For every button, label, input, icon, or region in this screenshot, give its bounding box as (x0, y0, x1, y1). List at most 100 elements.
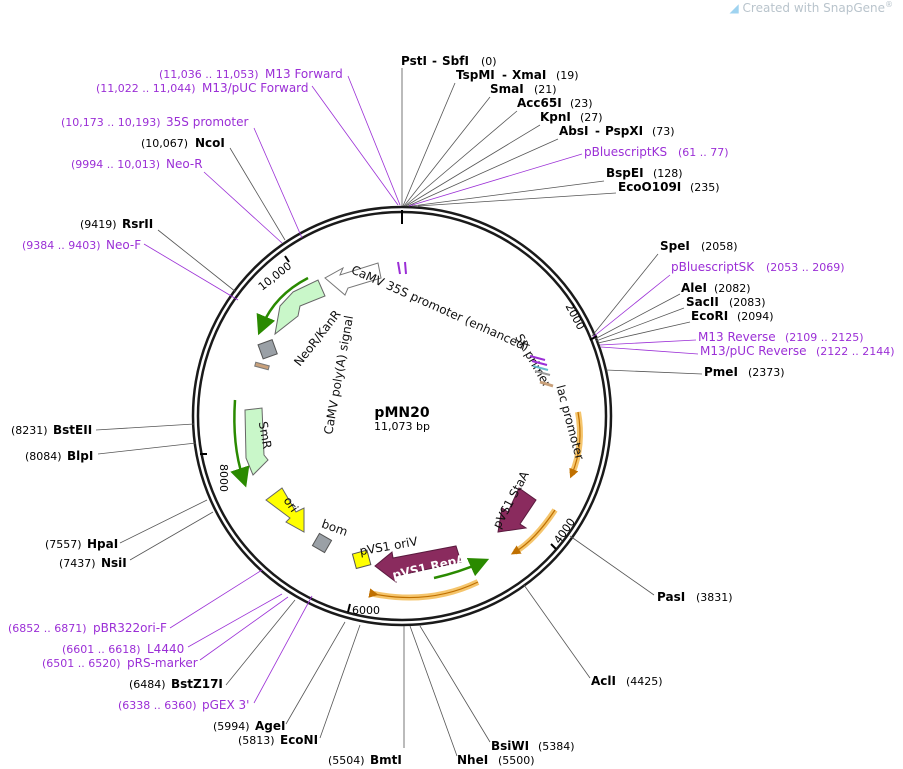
svg-text:-: - (432, 54, 437, 68)
svg-text:M13/pUC Reverse: M13/pUC Reverse (700, 344, 807, 358)
svg-text:AleI: AleI (681, 281, 707, 295)
plasmid-name: pMN20 (374, 405, 429, 421)
site-label-kpni: KpnI (27) (540, 110, 603, 124)
svg-text:AgeI: AgeI (255, 719, 285, 733)
site-label-pmei: PmeI (2373) (704, 365, 785, 379)
svg-text:(9419): (9419) (80, 218, 117, 231)
site-label-acc65i: Acc65I (23) (517, 96, 593, 110)
plasmid-size: 11,073 bp (374, 420, 430, 433)
tick-6000: 6000 (347, 603, 380, 617)
svg-text:(2082): (2082) (714, 282, 751, 295)
primer-mark-top-2 (404, 261, 407, 275)
svg-text:PasI: PasI (657, 590, 685, 604)
primer-label-pbluescriptsk: pBluescriptSK (2053 .. 2069) (671, 260, 845, 274)
site-label-sacii: SacII (2083) (686, 295, 766, 309)
primer-label-m13-reverse: M13 Reverse (2109 .. 2125) (698, 330, 864, 344)
svg-text:NsiI: NsiI (101, 556, 127, 570)
tick-4000: 4000 (550, 516, 578, 550)
svg-text:(8084): (8084) (25, 450, 62, 463)
svg-text:Neo-R: Neo-R (166, 157, 203, 171)
svg-text:(0): (0) (481, 55, 497, 68)
camv-promoter-label: CaMV 35S promoter (enhanced) (349, 263, 531, 354)
primer-label-pbr322ori-f: (6852 .. 6871) pBR322ori-F (8, 621, 167, 635)
bom-label: bom (320, 517, 350, 539)
svg-text:NcoI: NcoI (195, 136, 225, 150)
tick-label-4000: 4000 (551, 516, 578, 546)
orf-bottom-arrow (368, 581, 479, 599)
svg-text:(9384 .. 9403): (9384 .. 9403) (22, 239, 101, 252)
smr-label: SmR (256, 420, 275, 450)
svg-text:(6338 .. 6360): (6338 .. 6360) (118, 699, 197, 712)
camv-35s-promoter-arrow (324, 262, 382, 296)
repa-orf-arrow (433, 557, 490, 580)
svg-text:(21): (21) (534, 83, 557, 96)
svg-text:(5813): (5813) (238, 734, 275, 747)
primer-label-pgex-3: (6338 .. 6360) pGEX 3' (118, 698, 249, 712)
site-label-bstz17i: (6484) BstZ17I (129, 677, 223, 691)
site-label-psti-sbfi: PstI - SbfI (0) (401, 54, 497, 68)
svg-text:pBluescriptSK: pBluescriptSK (671, 260, 755, 274)
svg-text:(7437): (7437) (59, 557, 96, 570)
smr-orf-arrow (230, 399, 250, 488)
primer-label-neo-r: (9994 .. 10,013) Neo-R (71, 157, 203, 171)
svg-text:(27): (27) (580, 111, 603, 124)
neokanr-arrow (274, 279, 326, 336)
site-label-blpi: (8084) BlpI (25, 449, 93, 463)
svg-text:(4425): (4425) (626, 675, 663, 688)
svg-text:-: - (595, 124, 600, 138)
svg-text:(3831): (3831) (696, 591, 733, 604)
site-label-econi: (5813) EcoNI (238, 733, 318, 747)
smr-arrow (244, 407, 269, 476)
svg-text:(11,036 .. 11,053): (11,036 .. 11,053) (159, 68, 259, 81)
svg-text:(5994): (5994) (213, 720, 250, 733)
site-label-nsii: (7437) NsiI (59, 556, 127, 570)
tick-label-8000: 8000 (217, 464, 230, 492)
leader-lines (95, 68, 703, 757)
site-label-nhei: NheI (5500) (457, 753, 535, 767)
primer-label-pbluescriptks: pBluescriptKS (61 .. 77) (584, 145, 729, 159)
svg-text:M13 Forward: M13 Forward (265, 67, 343, 81)
svg-text:EcoNI: EcoNI (280, 733, 318, 747)
primer-label-m13-puc-forward: (11,022 .. 11,044) M13/pUC Forward (96, 81, 309, 95)
svg-text:(19): (19) (556, 69, 579, 82)
svg-text:(10,173 .. 10,193): (10,173 .. 10,193) (61, 116, 161, 129)
bom-box (311, 532, 333, 554)
orf-bottom-band (373, 579, 480, 601)
gray-feature-1 (257, 339, 278, 360)
site-label-agei: (5994) AgeI (213, 719, 285, 733)
svg-text:BstZ17I: BstZ17I (171, 677, 223, 691)
svg-text:BsiWI: BsiWI (491, 739, 529, 753)
svg-text:Acc65I: Acc65I (517, 96, 562, 110)
tick-label-6000: 6000 (352, 604, 380, 617)
svg-text:pBluescriptKS: pBluescriptKS (584, 145, 667, 159)
backbone-outer (191, 205, 613, 627)
tick-label-10000: 10,000 (256, 259, 294, 293)
svg-text:L4440: L4440 (147, 642, 184, 656)
svg-text:SpeI: SpeI (660, 239, 690, 253)
svg-text:(6852 .. 6871): (6852 .. 6871) (8, 622, 87, 635)
svg-text:KpnI: KpnI (540, 110, 571, 124)
primer-label-prs-marker: (6501 .. 6520) pRS-marker (42, 656, 198, 670)
svg-text:(9994 .. 10,013): (9994 .. 10,013) (71, 158, 160, 171)
svg-text:(5504): (5504) (328, 754, 365, 767)
svg-text:BmtI: BmtI (370, 753, 402, 767)
svg-text:(8231): (8231) (11, 424, 48, 437)
primer-mark-top-1 (397, 261, 401, 275)
svg-text:PstI: PstI (401, 54, 427, 68)
svg-text:(23): (23) (570, 97, 593, 110)
site-label-smai: SmaI (21) (490, 82, 557, 96)
snapgene-logo-icon: ◢ (729, 1, 739, 15)
site-label-pasi: PasI (3831) (657, 590, 733, 604)
svg-text:(2109 .. 2125): (2109 .. 2125) (785, 331, 864, 344)
svg-text:pRS-marker: pRS-marker (127, 656, 198, 670)
svg-text:BlpI: BlpI (67, 449, 93, 463)
svg-text:(2122 .. 2144): (2122 .. 2144) (816, 345, 895, 358)
svg-text:(5500): (5500) (498, 754, 535, 767)
svg-text:(2058): (2058) (701, 240, 738, 253)
orf-right-arrow (510, 509, 556, 555)
svg-text:(6484): (6484) (129, 678, 166, 691)
repa-arrow (374, 545, 462, 584)
site-label-bspei: BspEI (128) (606, 166, 683, 180)
site-label-rsrii: (9419) RsrII (80, 217, 153, 231)
